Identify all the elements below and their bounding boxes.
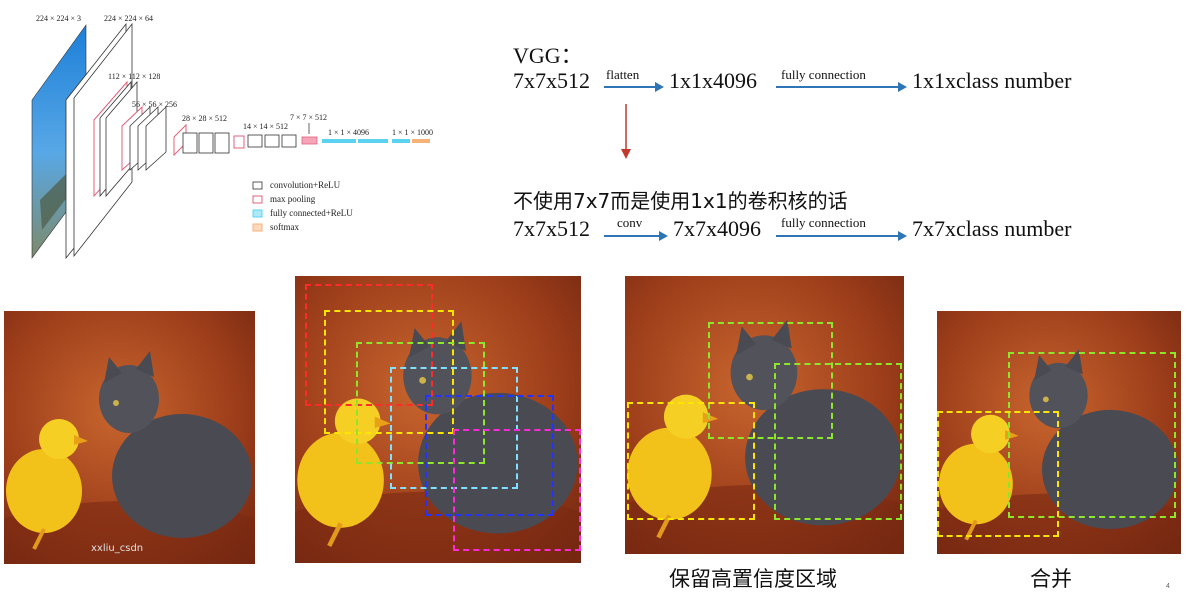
row1-arrow1-label: flatten [606, 67, 640, 82]
softmax-block [412, 139, 430, 143]
photo-high-confidence [625, 276, 904, 554]
label-conv5: 14 × 14 × 512 [243, 122, 289, 131]
label-conv2: 112 × 112 × 128 [108, 72, 161, 81]
fc3-block [392, 139, 410, 143]
kept-box-yellow [627, 402, 755, 520]
legend-swatch-fc [252, 209, 263, 218]
row2-arrow2-label: fully connection [781, 215, 866, 230]
merged-box-green [1008, 352, 1176, 518]
photo-original: xxliu_csdn [4, 311, 255, 564]
label-pool5: 7 × 7 × 512 [290, 113, 328, 122]
label-fc1: 1 × 1 × 4096 [328, 128, 370, 137]
pool5-block [301, 136, 318, 145]
fc1-block [322, 139, 356, 143]
network-svg [31, 22, 430, 260]
row1-mid-shape: 1x1x4096 [669, 68, 757, 93]
window-magenta [453, 429, 581, 551]
conv5-block [247, 134, 263, 148]
conv4-block [182, 132, 198, 154]
window-green [356, 342, 485, 464]
row2-output-shape: 7x7xclass number [912, 216, 1072, 241]
cat-body [112, 414, 252, 538]
legend-swatch-softmax [252, 223, 263, 232]
row2-arrow2-head [898, 231, 907, 241]
row1-arrow2-head [898, 82, 907, 92]
row2-arrow1-head [659, 231, 668, 241]
page-number: 4 [1166, 583, 1170, 590]
merged-box-yellow [937, 411, 1059, 537]
cat-head [99, 365, 159, 433]
row2-mid-shape: 7x7x4096 [673, 216, 761, 241]
row1-input-shape: 7x7x512 [513, 68, 590, 93]
pool4-block [233, 135, 245, 149]
kept-box-green-top [708, 322, 833, 439]
duck-head [39, 419, 79, 459]
cat-duckling-scene-4 [937, 311, 1181, 554]
photo-sliding-windows [295, 276, 581, 563]
fc2-block [358, 139, 388, 143]
row1-arrow2-label: fully connection [781, 67, 866, 82]
legend-fc-label: fully connected+ReLU [270, 208, 353, 218]
vgg-network-diagram: 224 × 224 × 3 224 × 224 × 64 112 × 112 ×… [0, 0, 460, 265]
row1-arrow1-head [655, 82, 664, 92]
caption-high-confidence: 保留高置信度区域 [669, 567, 837, 591]
row2-input-shape: 7x7x512 [513, 216, 590, 241]
window-yellow [324, 310, 454, 434]
row2-arrow1-label: conv [617, 215, 643, 230]
legend-swatch-pool [252, 195, 263, 204]
label-conv1: 224 × 224 × 64 [104, 14, 154, 23]
window-red [305, 284, 433, 406]
vgg-title: VGG： [513, 43, 583, 68]
legend-conv-label: convolution+ReLU [270, 180, 341, 190]
row2-arrow1-line [604, 235, 660, 237]
row2-arrow2-line [776, 235, 899, 237]
row1-arrow1-line [604, 86, 656, 88]
row1-arrow2-line [776, 86, 899, 88]
photo-merged [937, 311, 1181, 554]
cat-duckling-scene [4, 311, 255, 564]
legend-softmax-label: softmax [270, 222, 299, 232]
down-arrow [621, 104, 631, 159]
legend-swatch-conv [252, 181, 263, 190]
vgg-subtitle: 不使用7x7而是使用1x1的卷积核的话 [513, 189, 848, 213]
label-conv4: 28 × 28 × 512 [182, 114, 228, 123]
label-fc3: 1 × 1 × 1000 [392, 128, 434, 137]
label-conv3: 56 × 56 × 256 [132, 100, 178, 109]
caption-merged: 合并 [1030, 567, 1072, 591]
row1-output-shape: 1x1xclass number [912, 68, 1072, 93]
window-blue [425, 395, 554, 516]
duck-body [6, 449, 82, 533]
legend-pool-label: max pooling [270, 194, 316, 204]
watermark: xxliu_csdn [91, 543, 144, 554]
label-input: 224 × 224 × 3 [36, 14, 82, 23]
kept-box-green-bottom [774, 363, 902, 520]
